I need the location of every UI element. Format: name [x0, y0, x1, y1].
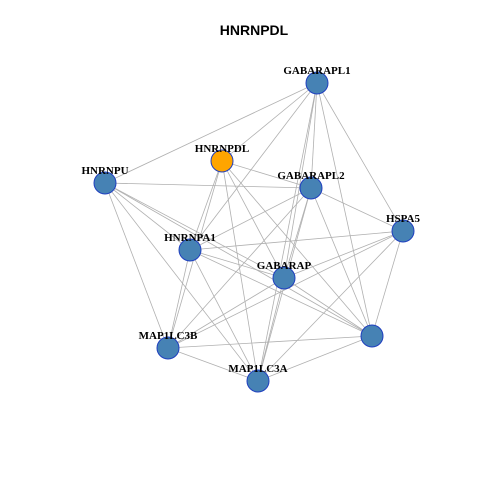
node-unlabeled[interactable] [360, 324, 384, 348]
edge-hnrnpu-gabarap [104, 182, 285, 279]
edge-gabarapl1-hspa5 [316, 82, 404, 232]
edge-gabarapl2-hnrnpa1 [189, 187, 312, 251]
node-hspa5[interactable] [391, 219, 415, 243]
edge-gabarapl1-hnrnpu [104, 82, 318, 184]
edge-gabarapl1-unlabeled [316, 82, 373, 337]
edge-hnrnpdl-gabarap [221, 160, 285, 279]
edge-hnrnpu-hnrnpa1 [104, 182, 191, 251]
edge-hnrnpa1-gabarap [189, 249, 285, 279]
edge-gabarapl1-gabarapl2 [310, 82, 318, 189]
edge-hspa5-map1lc3a [257, 230, 404, 382]
edge-hnrnpdl-unlabeled [221, 160, 373, 337]
edge-hspa5-unlabeled [371, 230, 404, 337]
edge-hspa5-hnrnpa1 [189, 230, 404, 251]
edge-hnrnpa1-unlabeled [189, 249, 373, 337]
node-gabarap[interactable] [272, 266, 296, 290]
edge-unlabeled-map1lc3a [257, 335, 373, 382]
edge-gabarap-map1lc3b [167, 277, 285, 349]
node-gabarapl2[interactable] [299, 176, 323, 200]
node-hnrnpdl[interactable] [210, 149, 234, 173]
edge-gabarapl1-map1lc3a [257, 82, 318, 382]
diagram-title: HNRNPDL [220, 22, 289, 38]
node-hnrnpu[interactable] [93, 171, 117, 195]
node-label-gabarapl2: GABARAPL2 [277, 170, 345, 182]
node-label-hspa5: HSPA5 [386, 213, 421, 225]
edge-gabarap-unlabeled [283, 277, 373, 337]
edge-hspa5-map1lc3b [167, 230, 404, 349]
node-label-gabarap: GABARAP [257, 260, 312, 272]
node-label-map1lc3a: MAP1LC3A [228, 363, 287, 375]
edge-hnrnpu-unlabeled [104, 182, 373, 337]
node-label-map1lc3b: MAP1LC3B [139, 330, 198, 342]
edge-gabarapl1-hnrnpdl [221, 82, 318, 162]
edge-unlabeled-map1lc3b [167, 335, 373, 349]
edge-gabarap-map1lc3a [257, 277, 285, 382]
edge-gabarapl2-hspa5 [310, 187, 404, 232]
edge-layer [104, 82, 404, 382]
node-layer [93, 71, 415, 393]
node-map1lc3a[interactable] [246, 369, 270, 393]
edge-gabarapl1-hnrnpa1 [189, 82, 318, 251]
edge-hnrnpa1-map1lc3a [189, 249, 259, 382]
edge-hnrnpdl-map1lc3a [221, 160, 259, 382]
node-label-hnrnpa1: HNRNPA1 [164, 232, 216, 244]
edge-gabarapl1-gabarap [283, 82, 318, 279]
node-map1lc3b[interactable] [156, 336, 180, 360]
edge-hnrnpu-map1lc3b [104, 182, 169, 349]
edge-map1lc3b-map1lc3a [167, 347, 259, 382]
edge-gabarapl2-map1lc3b [167, 187, 312, 349]
edge-hspa5-gabarap [283, 230, 404, 279]
node-gabarapl1[interactable] [305, 71, 329, 95]
node-label-hnrnpdl: HNRNPDL [195, 143, 249, 155]
edge-hnrnpa1-map1lc3b [167, 249, 191, 349]
node-label-hnrnpu: HNRNPU [81, 165, 128, 177]
node-label-gabarapl1: GABARAPL1 [283, 65, 350, 77]
edge-hnrnpu-map1lc3a [104, 182, 259, 382]
edge-hnrnpdl-gabarapl2 [221, 160, 312, 189]
node-hnrnpa1[interactable] [178, 238, 202, 262]
edge-hnrnpu-gabarapl2 [104, 182, 312, 189]
